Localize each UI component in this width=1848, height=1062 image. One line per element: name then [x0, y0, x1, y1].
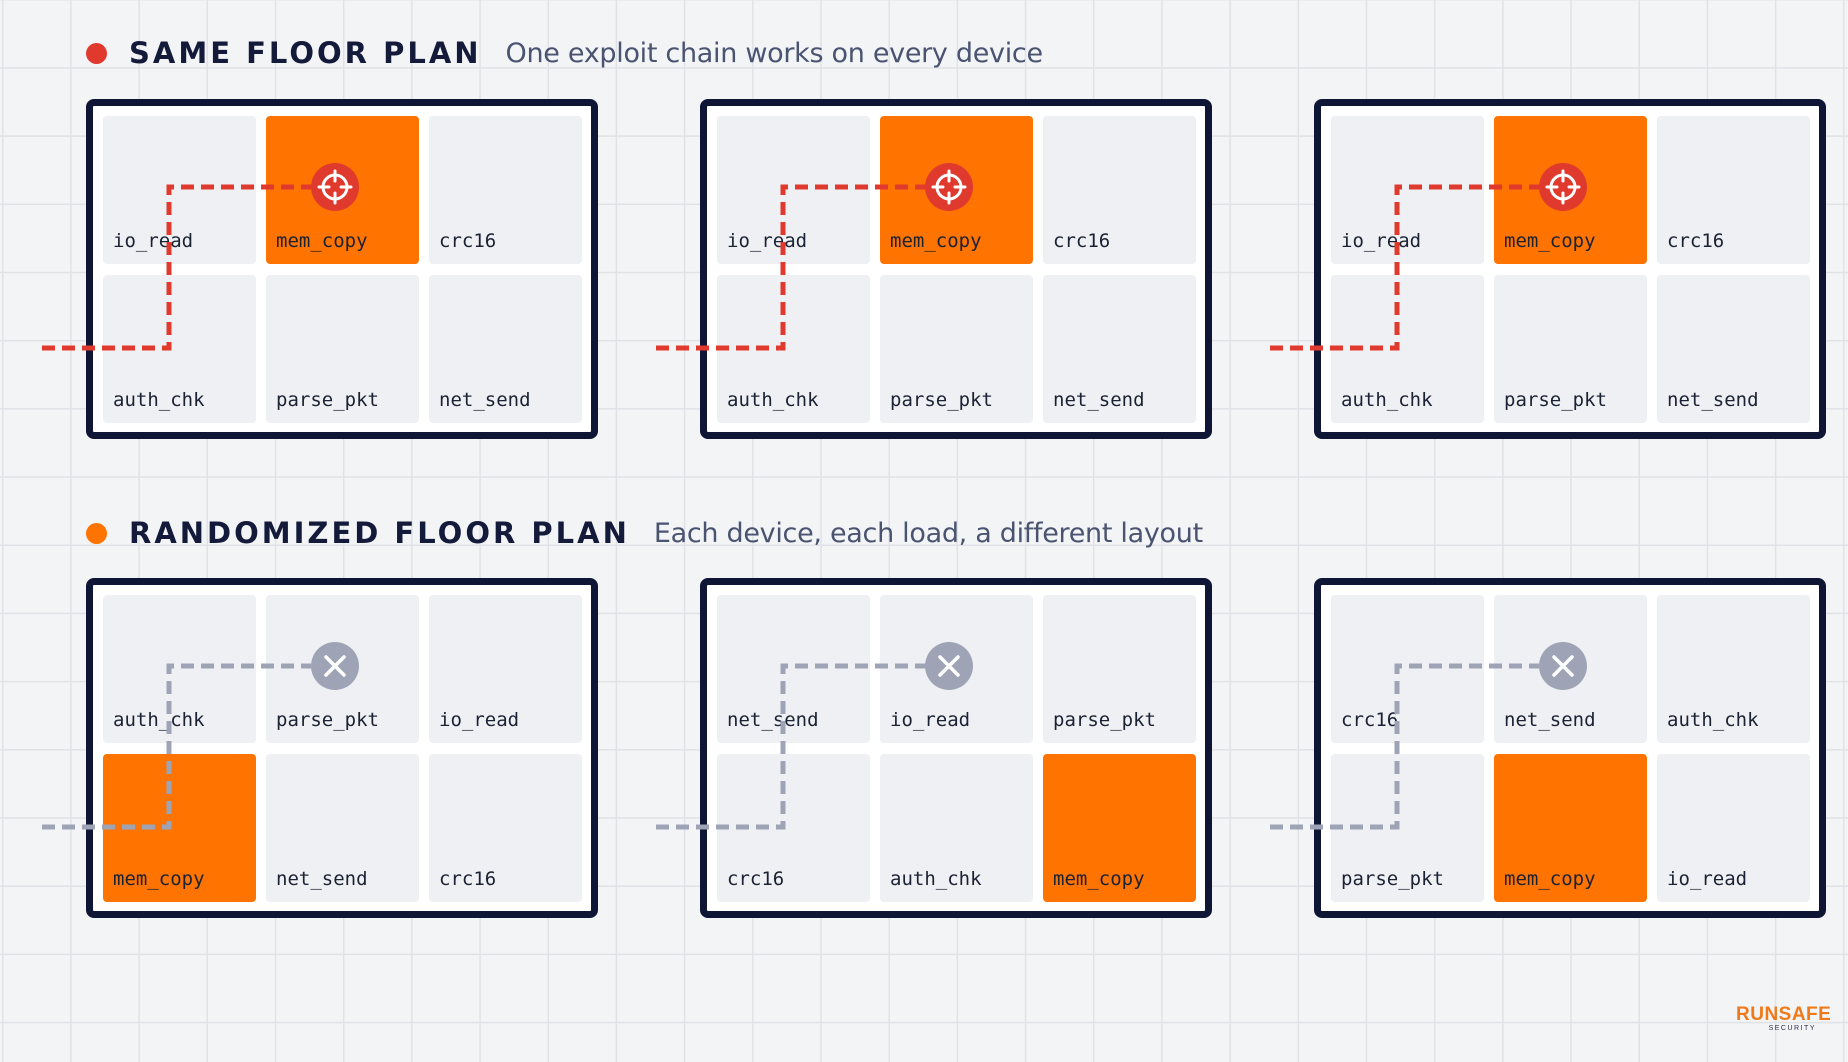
memory-block-label: io_read	[113, 230, 194, 252]
memory-block-auth-chk: auth_chk	[880, 754, 1033, 902]
logo-tagline: SECURITY	[1768, 1025, 1816, 1032]
memory-block-crc16: crc16	[717, 754, 870, 902]
memory-block-io-read: io_read	[1331, 116, 1484, 264]
memory-block-label: mem_copy	[276, 230, 368, 252]
same-floor-plan-panel-3: io_read mem_copy crc16 auth_chk parse_pkt net…	[1314, 99, 1826, 439]
memory-block-label: auth_chk	[727, 389, 819, 411]
memory-block-label: mem_copy	[1504, 868, 1596, 890]
memory-block-crc16: crc16	[1331, 595, 1484, 743]
memory-block-label: net_send	[727, 709, 819, 731]
memory-block-parse-pkt: parse_pkt	[1331, 754, 1484, 902]
memory-block-mem-copy: mem_copy	[1494, 754, 1647, 902]
memory-block-label: auth_chk	[890, 868, 982, 890]
memory-block-label: parse_pkt	[276, 389, 379, 411]
logo-wordmark: RUNSAFE	[1736, 1004, 1832, 1025]
memory-block-crc16: crc16	[1657, 116, 1810, 264]
memory-block-label: net_send	[1667, 389, 1759, 411]
memory-block-label: crc16	[1667, 230, 1725, 252]
memory-block-label: parse_pkt	[1341, 868, 1444, 890]
memory-block-label: crc16	[439, 230, 497, 252]
memory-block-label: net_send	[1053, 389, 1145, 411]
memory-block-label: mem_copy	[1053, 868, 1145, 890]
memory-block-io-read: io_read	[429, 595, 582, 743]
same-floor-plan-header: SAME FLOOR PLAN One exploit chain works …	[86, 33, 1043, 73]
memory-block-crc16: crc16	[429, 116, 582, 264]
memory-block-label: net_send	[1504, 709, 1596, 731]
memory-block-label: parse_pkt	[276, 709, 379, 731]
random-floor-plan-panel-2: net_send io_read parse_pkt crc16 auth_chk mem…	[700, 578, 1212, 918]
randomized-floor-plan-subtitle: Each device, each load, a different layo…	[653, 517, 1203, 549]
memory-block-net-send: net_send	[1657, 275, 1810, 423]
same-floor-plan-title: SAME FLOOR PLAN	[129, 36, 482, 70]
memory-block-label: io_read	[439, 709, 520, 731]
memory-block-label: auth_chk	[1341, 389, 1433, 411]
memory-block-crc16: crc16	[429, 754, 582, 902]
same-floor-plan-panel-1: io_read mem_copy crc16 auth_chk parse_pkt net…	[86, 99, 598, 439]
memory-block-label: auth_chk	[113, 709, 205, 731]
memory-block-label: mem_copy	[113, 868, 205, 890]
memory-block-label: mem_copy	[890, 230, 982, 252]
memory-block-label: net_send	[276, 868, 368, 890]
memory-block-parse-pkt: parse_pkt	[266, 275, 419, 423]
memory-block-label: parse_pkt	[1504, 389, 1607, 411]
memory-block-mem-copy: mem_copy	[1043, 754, 1196, 902]
memory-block-label: net_send	[439, 389, 531, 411]
memory-block-mem-copy: mem_copy	[103, 754, 256, 902]
memory-block-label: mem_copy	[1504, 230, 1596, 252]
runsafe-security-logo: RUNSAFE SECURITY	[1736, 1004, 1832, 1033]
random-floor-plan-panel-1: auth_chk parse_pkt io_read mem_copy net_send…	[86, 578, 598, 918]
memory-block-label: parse_pkt	[1053, 709, 1156, 731]
memory-block-parse-pkt: parse_pkt	[1494, 275, 1647, 423]
memory-block-io-read: io_read	[717, 116, 870, 264]
memory-block-net-send: net_send	[1494, 595, 1647, 743]
randomized-floor-plan-dot	[86, 522, 107, 544]
same-floor-plan-subtitle: One exploit chain works on every device	[505, 37, 1044, 69]
memory-block-label: crc16	[1341, 709, 1399, 731]
memory-block-label: io_read	[890, 709, 971, 731]
memory-block-auth-chk: auth_chk	[103, 595, 256, 743]
memory-block-label: crc16	[727, 868, 785, 890]
memory-block-label: io_read	[727, 230, 808, 252]
random-floor-plan-panel-3: crc16 net_send auth_chk parse_pkt mem_copy io…	[1314, 578, 1826, 918]
memory-block-label: io_read	[1667, 868, 1748, 890]
memory-block-auth-chk: auth_chk	[1657, 595, 1810, 743]
randomized-floor-plan-title: RANDOMIZED FLOOR PLAN	[129, 516, 630, 550]
memory-block-net-send: net_send	[429, 275, 582, 423]
memory-block-crc16: crc16	[1043, 116, 1196, 264]
memory-block-net-send: net_send	[1043, 275, 1196, 423]
memory-block-io-read: io_read	[1657, 754, 1810, 902]
memory-block-mem-copy: mem_copy	[880, 116, 1033, 264]
memory-block-parse-pkt: parse_pkt	[880, 275, 1033, 423]
memory-block-auth-chk: auth_chk	[103, 275, 256, 423]
memory-block-mem-copy: mem_copy	[1494, 116, 1647, 264]
same-floor-plan-panel-2: io_read mem_copy crc16 auth_chk parse_pkt net…	[700, 99, 1212, 439]
memory-block-net-send: net_send	[717, 595, 870, 743]
memory-block-mem-copy: mem_copy	[266, 116, 419, 264]
memory-block-io-read: io_read	[880, 595, 1033, 743]
memory-block-auth-chk: auth_chk	[717, 275, 870, 423]
memory-block-parse-pkt: parse_pkt	[266, 595, 419, 743]
same-floor-plan-dot	[86, 42, 107, 64]
memory-block-label: io_read	[1341, 230, 1422, 252]
memory-block-parse-pkt: parse_pkt	[1043, 595, 1196, 743]
memory-block-io-read: io_read	[103, 116, 256, 264]
memory-block-label: parse_pkt	[890, 389, 993, 411]
memory-block-label: auth_chk	[113, 389, 205, 411]
memory-block-auth-chk: auth_chk	[1331, 275, 1484, 423]
memory-block-label: crc16	[1053, 230, 1111, 252]
memory-block-label: auth_chk	[1667, 709, 1759, 731]
randomized-floor-plan-header: RANDOMIZED FLOOR PLAN Each device, each …	[86, 513, 1203, 553]
memory-block-net-send: net_send	[266, 754, 419, 902]
memory-block-label: crc16	[439, 868, 497, 890]
